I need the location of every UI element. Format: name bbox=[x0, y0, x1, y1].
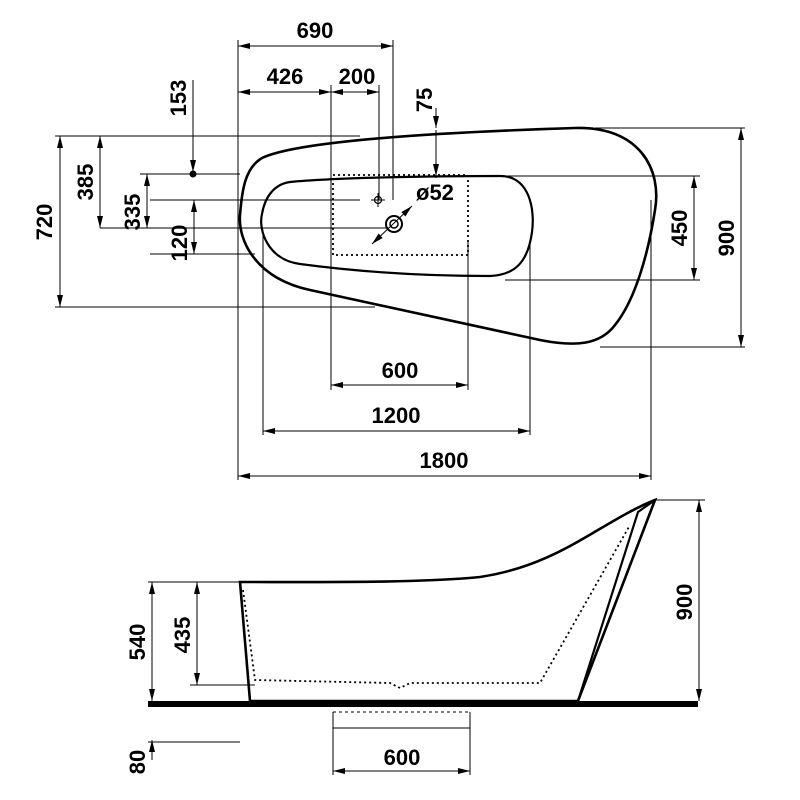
dim-120: 120 bbox=[167, 225, 192, 262]
floor-line bbox=[148, 701, 698, 707]
dim-450: 450 bbox=[667, 210, 692, 247]
dim-900-plan: 900 bbox=[714, 220, 739, 257]
dim-335: 335 bbox=[120, 194, 145, 231]
extension-lines bbox=[55, 40, 745, 480]
dim-540: 540 bbox=[125, 624, 150, 661]
dim-435: 435 bbox=[170, 617, 195, 654]
dim-900-side: 900 bbox=[672, 584, 697, 621]
dim-80: 80 bbox=[125, 750, 150, 774]
dim-200: 200 bbox=[339, 64, 376, 89]
side-dimension-lines bbox=[149, 500, 702, 774]
dim-1800: 1800 bbox=[420, 448, 469, 473]
dotted-zone-rect bbox=[332, 174, 469, 256]
dim-600-plan: 600 bbox=[382, 358, 419, 383]
side-extension-lines bbox=[148, 499, 705, 775]
dim-75: 75 bbox=[412, 88, 437, 112]
tub-inner-basin bbox=[260, 174, 534, 278]
dim-153: 153 bbox=[166, 80, 191, 117]
dim-600-side: 600 bbox=[384, 745, 421, 770]
dim-1200: 1200 bbox=[372, 403, 421, 428]
tub-outer-outline bbox=[238, 126, 658, 345]
tub-backrest-line bbox=[576, 499, 656, 702]
side-view: 540 435 900 80 600 bbox=[125, 497, 705, 775]
dim-720: 720 bbox=[32, 204, 57, 241]
dim-drain-diameter: ø52 bbox=[416, 180, 454, 205]
plan-dimension-lines bbox=[57, 43, 744, 479]
plan-view: 690 426 200 75 153 720 385 335 120 ø52 4… bbox=[32, 18, 745, 480]
tub-inner-dotted-profile bbox=[242, 524, 631, 690]
dim-690: 690 bbox=[297, 18, 334, 43]
tub-side-outline bbox=[238, 497, 658, 703]
tap-marker bbox=[371, 193, 385, 207]
dim-426: 426 bbox=[267, 64, 304, 89]
drain-icon bbox=[371, 205, 413, 245]
dim-385: 385 bbox=[73, 164, 98, 201]
